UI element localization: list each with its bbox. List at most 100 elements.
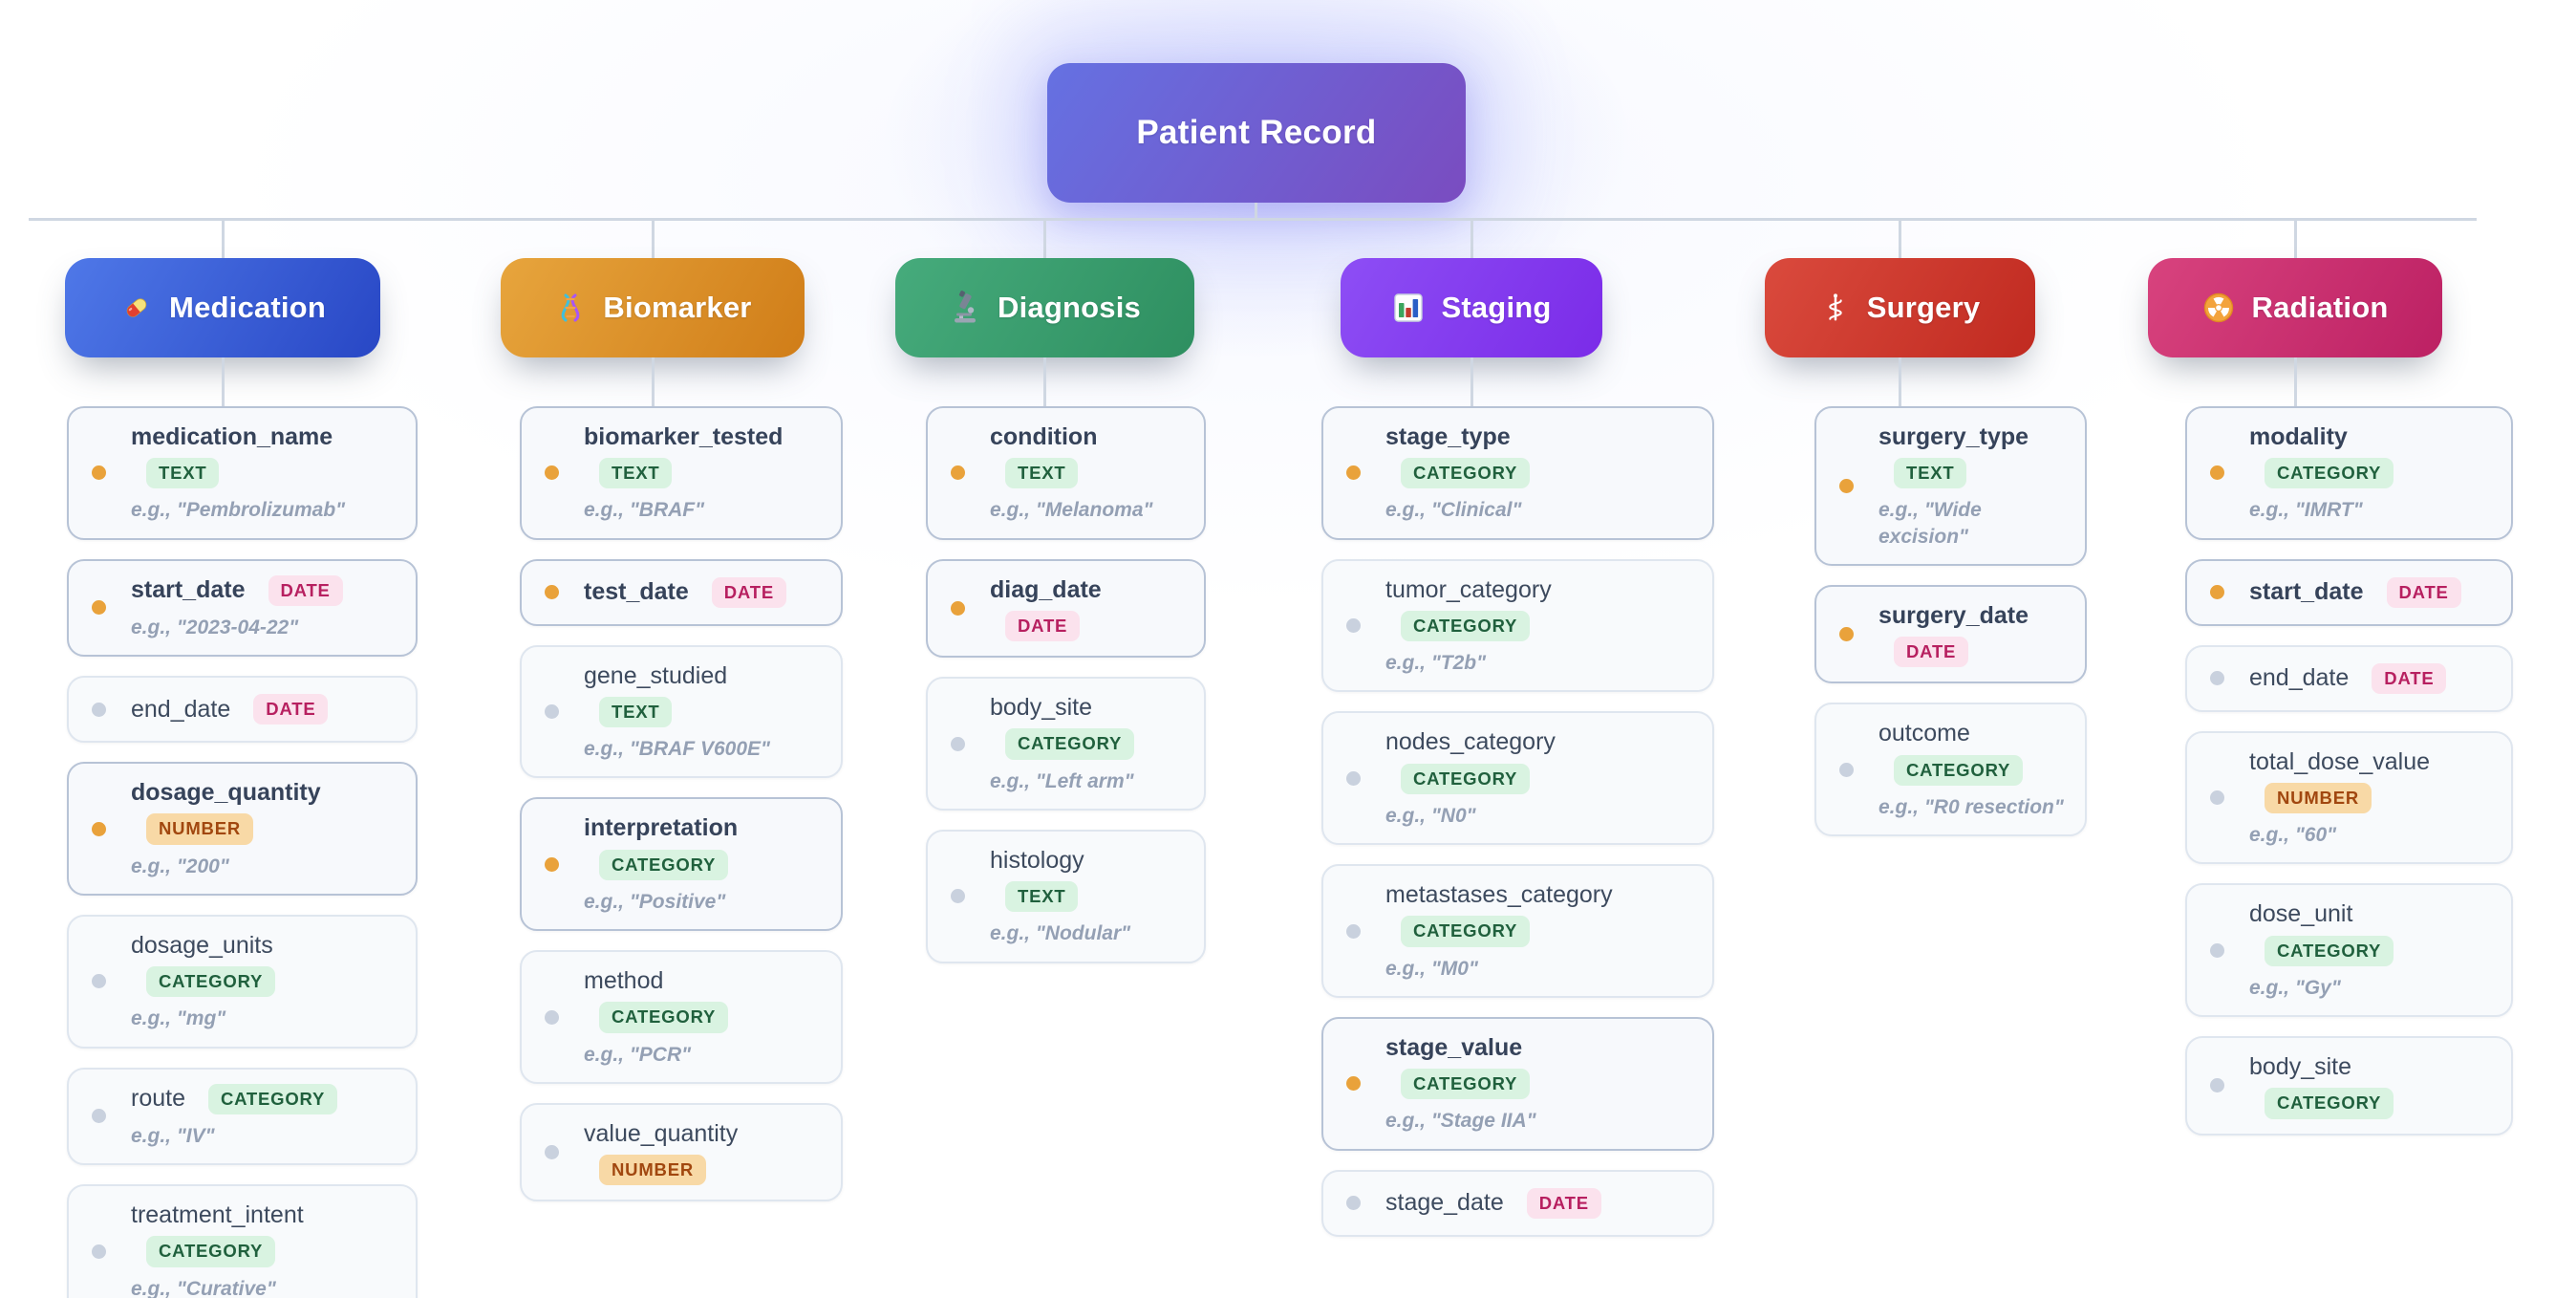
field-name: stage_type bbox=[1385, 423, 1511, 450]
optional-dot bbox=[1839, 762, 1854, 777]
field-type-badge: DATE bbox=[1526, 1187, 1601, 1219]
field-type-badge: DATE bbox=[268, 574, 343, 606]
required-dot bbox=[92, 465, 106, 481]
category-node-staging: Staging bbox=[1341, 258, 1602, 357]
field-example: e.g., "Nodular" bbox=[990, 922, 1131, 945]
category-label-medication: Medication bbox=[169, 291, 326, 324]
field-type-badge: CATEGORY bbox=[207, 1083, 338, 1114]
field-type-badge: DATE bbox=[253, 694, 329, 725]
field-example: e.g., "M0" bbox=[1385, 957, 1478, 980]
medical-symbol-icon bbox=[1819, 292, 1852, 324]
field-example: e.g., "200" bbox=[131, 855, 229, 877]
required-dot bbox=[2210, 585, 2224, 600]
optional-dot bbox=[1346, 618, 1361, 634]
field-name: surgery_date bbox=[1878, 602, 2029, 630]
field-type-badge: CATEGORY bbox=[1005, 728, 1135, 760]
field-example: e.g., "IV" bbox=[131, 1124, 215, 1147]
optional-dot bbox=[92, 974, 106, 989]
category-label-radiation: Radiation bbox=[2251, 291, 2389, 324]
field-name: stage_value bbox=[1385, 1033, 1523, 1061]
optional-dot bbox=[2210, 790, 2224, 806]
optional-dot bbox=[92, 1244, 106, 1259]
column-stub-line bbox=[1898, 221, 1901, 258]
field-type-badge: NUMBER bbox=[599, 1155, 706, 1186]
required-dot bbox=[1839, 479, 1854, 494]
field-name: body_site bbox=[2249, 1053, 2352, 1081]
column-stub-line bbox=[1042, 221, 1046, 258]
optional-dot bbox=[545, 1009, 559, 1025]
optional-dot bbox=[2210, 1078, 2224, 1093]
pill-icon bbox=[119, 291, 154, 325]
optional-dot bbox=[951, 889, 965, 904]
field-example: e.g., "Clinical" bbox=[1385, 499, 1522, 522]
field-type-badge: CATEGORY bbox=[599, 849, 729, 880]
field-example: e.g., "Curative" bbox=[131, 1277, 276, 1298]
radioactive-icon bbox=[2201, 291, 2236, 325]
field-example: e.g., "Gy" bbox=[2249, 976, 2341, 999]
tree-connector-line bbox=[29, 218, 2477, 221]
header-drop-line bbox=[2293, 357, 2297, 406]
field-example: e.g., "Left arm" bbox=[990, 769, 1134, 792]
field-name: dose_unit bbox=[2249, 900, 2353, 928]
field-name: diag_date bbox=[990, 575, 1102, 603]
field-type-badge: DATE bbox=[1005, 610, 1081, 642]
required-dot bbox=[951, 465, 965, 481]
header-drop-line bbox=[651, 357, 655, 406]
field-type-badge: NUMBER bbox=[146, 813, 253, 845]
field-name: value_quantity bbox=[584, 1119, 739, 1147]
field-type-badge: TEXT bbox=[599, 696, 673, 728]
field-name: nodes_category bbox=[1385, 728, 1556, 756]
field-name: dosage_units bbox=[131, 931, 273, 959]
field-type-badge: TEXT bbox=[599, 458, 673, 489]
optional-dot bbox=[1346, 923, 1361, 939]
field-type-badge: TEXT bbox=[1005, 881, 1079, 913]
category-label-biomarker: Biomarker bbox=[603, 291, 752, 324]
optional-dot bbox=[92, 1109, 106, 1124]
field-name: condition bbox=[990, 423, 1098, 450]
category-node-biomarker: Biomarker bbox=[501, 258, 805, 357]
field-example: e.g., "Positive" bbox=[584, 890, 726, 913]
